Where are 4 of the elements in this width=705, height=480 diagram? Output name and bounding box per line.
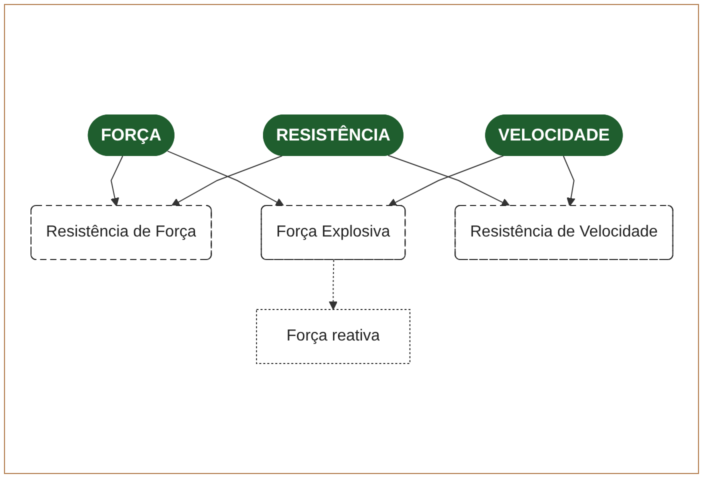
arrow <box>110 155 123 206</box>
node-box: Força reativa <box>256 308 410 364</box>
arrow <box>328 259 338 310</box>
arrow <box>562 155 575 206</box>
